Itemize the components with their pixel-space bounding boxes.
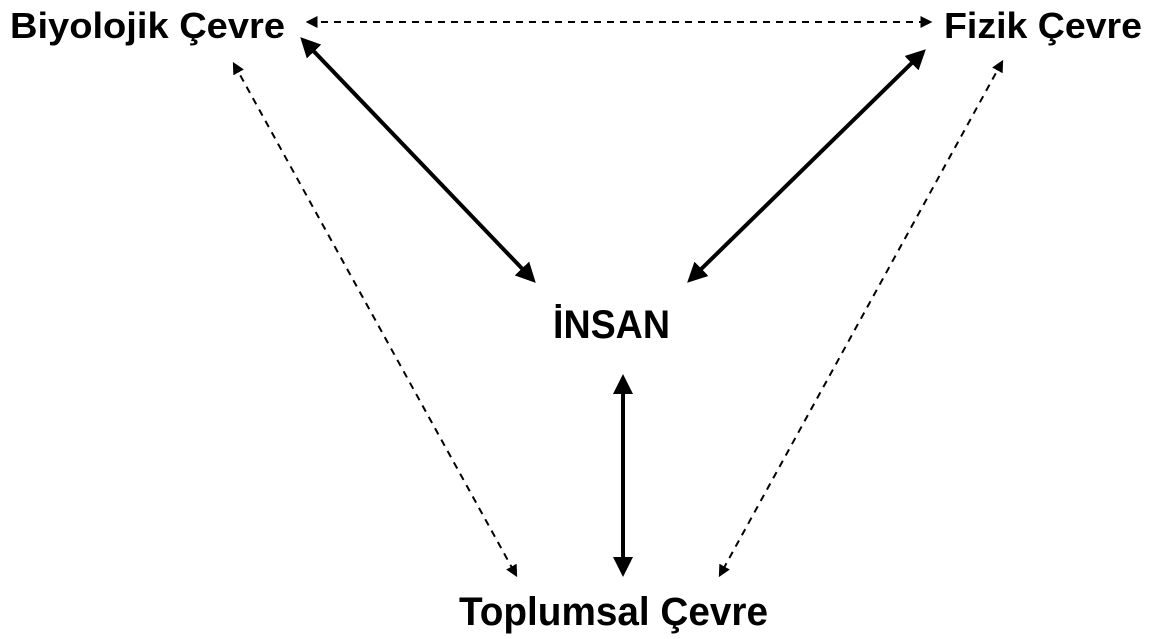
link-biological-social bbox=[232, 61, 518, 578]
link-physical-human bbox=[687, 49, 926, 283]
link-physical-social bbox=[718, 59, 1004, 578]
node-biological: Biyolojik Çevre bbox=[10, 5, 285, 46]
node-physical: Fizik Çevre bbox=[944, 5, 1142, 46]
link-biological-human bbox=[300, 37, 536, 283]
node-human: İNSAN bbox=[553, 303, 670, 347]
node-social: Toplumsal Çevre bbox=[459, 590, 768, 634]
